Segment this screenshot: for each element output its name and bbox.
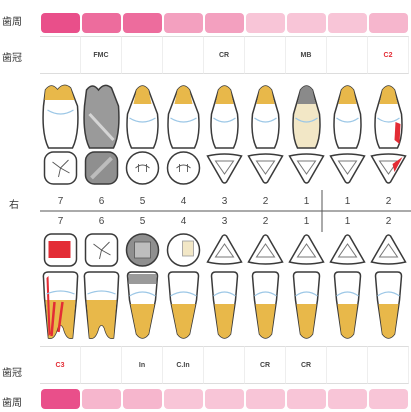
premolar-tooth-icon [169, 272, 199, 338]
premolar-tooth-icon [128, 272, 158, 338]
occlusal-circle-icon [168, 152, 200, 184]
incisor-tooth-icon [252, 86, 279, 148]
occlusal-triangle-icon [249, 154, 283, 183]
occlusal-circle-icon [86, 234, 118, 266]
occlusal-triangle-icon [372, 154, 406, 183]
incisor-tooth-icon [253, 272, 279, 338]
occlusal-triangle-icon [290, 154, 324, 183]
occlusal-triangle-icon [249, 235, 283, 264]
caries-incisor-tooth-icon [375, 86, 402, 148]
occlusal-triangle-icon [372, 235, 406, 264]
occlusal-triangle-icon [331, 235, 365, 264]
incisor-tooth-icon [335, 272, 361, 338]
molar-tooth-icon [43, 85, 78, 148]
occlusal-triangle-icon [208, 235, 242, 264]
incisor-tooth-icon [294, 272, 320, 338]
molar-tooth-icon [84, 272, 118, 338]
metal-crown-tooth-icon [84, 85, 119, 148]
occlusal-circle-icon [127, 152, 159, 184]
occlusal-circle-icon [45, 234, 77, 266]
occlusal-triangle-icon [331, 154, 365, 183]
canine-tooth-icon [211, 86, 238, 148]
occlusal-circle-icon [86, 152, 118, 184]
incisor-tooth-icon [376, 272, 402, 338]
occlusal-triangle-icon [208, 154, 242, 183]
canine-tooth-icon [212, 272, 238, 338]
incisor-tooth-icon [334, 86, 361, 148]
caries-molar-tooth-icon [43, 272, 77, 338]
occlusal-circle-icon [127, 234, 159, 266]
veneer-incisor-tooth-icon [293, 86, 320, 148]
occlusal-circle-icon [168, 234, 200, 266]
premolar-tooth-icon [168, 86, 199, 148]
premolar-tooth-icon [127, 86, 158, 148]
occlusal-circle-icon [45, 152, 77, 184]
occlusal-triangle-icon [290, 235, 324, 264]
